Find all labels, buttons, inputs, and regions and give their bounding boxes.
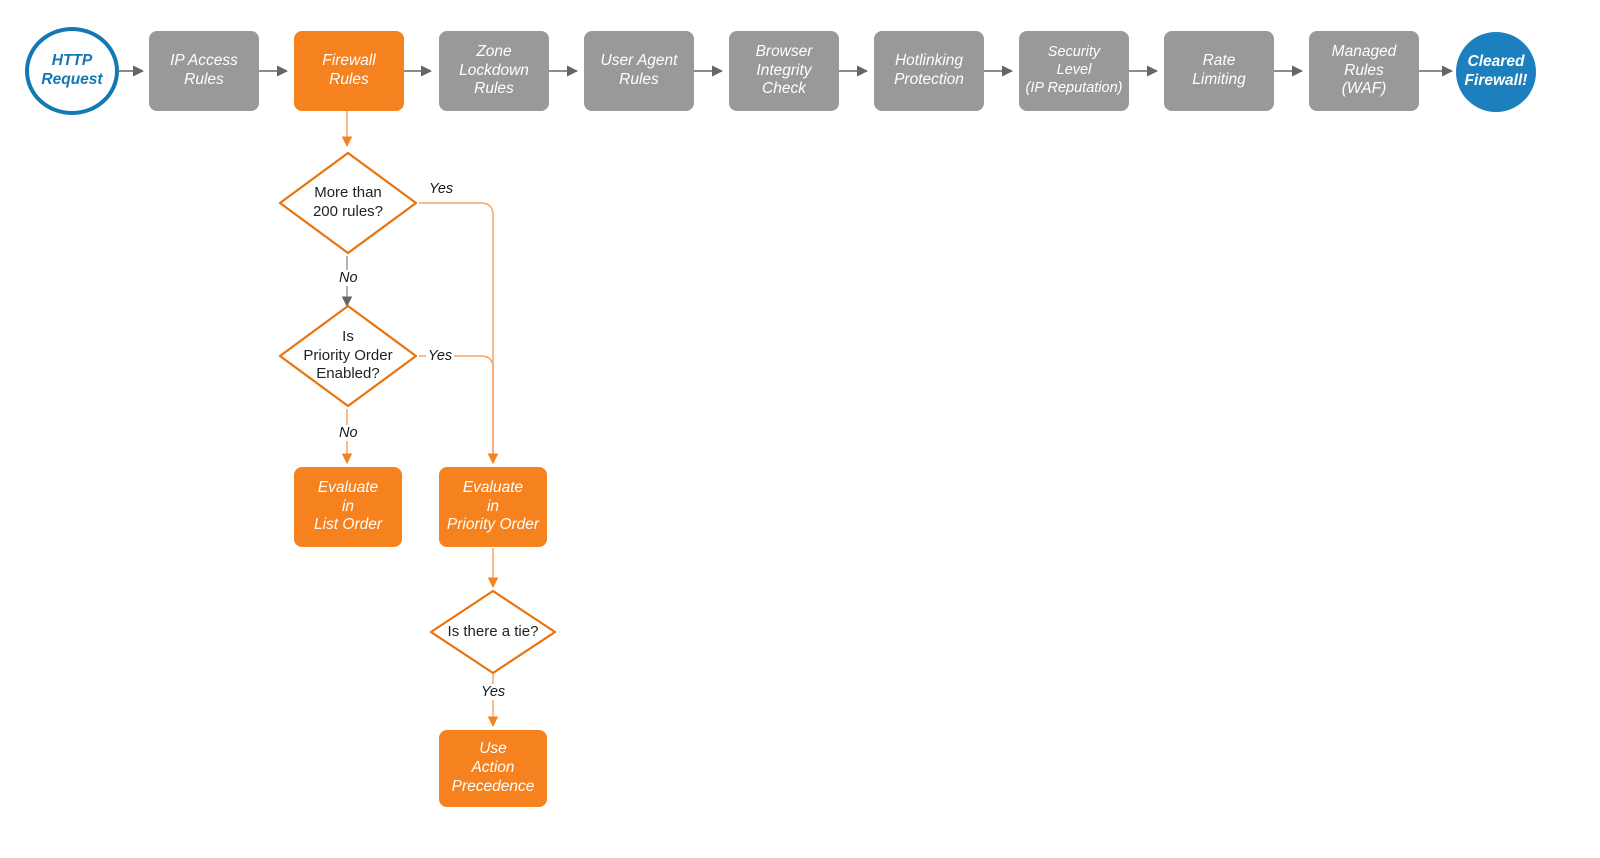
node-hotlinking-protection-label: Hotlinking Protection xyxy=(894,52,964,88)
edge-more-than-200-yes xyxy=(419,202,499,465)
node-user-agent-rules[interactable]: User Agent Rules xyxy=(584,31,694,111)
edge-label-tie-yes: Yes xyxy=(479,684,508,700)
node-use-action-precedence[interactable]: Use Action Precedence xyxy=(439,730,547,807)
diamond-shape xyxy=(278,304,418,408)
diamond-shape xyxy=(429,589,557,675)
node-ip-access-rules[interactable]: IP Access Rules xyxy=(149,31,259,111)
node-evaluate-in-priority-order-label: Evaluate in Priority Order xyxy=(446,478,540,534)
edge-label-more-than-200-yes: Yes xyxy=(427,181,456,197)
edge-label-priority-order-yes: Yes xyxy=(426,348,455,364)
diamond-shape xyxy=(278,151,418,255)
node-ip-access-rules-label: IP Access Rules xyxy=(170,52,238,88)
edge-label-priority-order-no: No xyxy=(337,425,360,441)
edge-priority-order-yes xyxy=(419,355,499,465)
node-managed-rules-waf-label: Managed Rules (WAF) xyxy=(1331,42,1397,98)
node-http-request[interactable]: HTTP Request xyxy=(25,27,119,115)
node-evaluate-in-list-order-label: Evaluate in List Order xyxy=(313,478,383,534)
node-cleared-firewall[interactable]: Cleared Firewall! xyxy=(1456,32,1536,112)
node-security-level-label: Security Level (IP Reputation) xyxy=(1025,44,1123,96)
edge-label-more-than-200-no: No xyxy=(337,270,360,286)
node-http-request-label: HTTP Request xyxy=(41,52,103,88)
node-cleared-firewall-label: Cleared Firewall! xyxy=(1464,53,1528,89)
node-rate-limiting-label: Rate Limiting xyxy=(1192,52,1246,88)
node-evaluate-in-list-order[interactable]: Evaluate in List Order xyxy=(294,467,402,547)
node-firewall-rules[interactable]: Firewall Rules xyxy=(294,31,404,111)
decision-more-than-200-rules[interactable]: More than 200 rules? xyxy=(277,150,419,256)
decision-is-priority-order-enabled[interactable]: Is Priority Order Enabled? xyxy=(277,303,419,409)
node-security-level[interactable]: Security Level (IP Reputation) xyxy=(1019,31,1129,111)
node-managed-rules-waf[interactable]: Managed Rules (WAF) xyxy=(1309,31,1419,111)
node-browser-integrity-check[interactable]: Browser Integrity Check xyxy=(729,31,839,111)
node-firewall-rules-label: Firewall Rules xyxy=(322,52,376,88)
node-zone-lockdown-rules[interactable]: Zone Lockdown Rules xyxy=(439,31,549,111)
node-evaluate-in-priority-order[interactable]: Evaluate in Priority Order xyxy=(439,467,547,547)
node-rate-limiting[interactable]: Rate Limiting xyxy=(1164,31,1274,111)
node-zone-lockdown-rules-label: Zone Lockdown Rules xyxy=(459,42,529,98)
node-hotlinking-protection[interactable]: Hotlinking Protection xyxy=(874,31,984,111)
node-use-action-precedence-label: Use Action Precedence xyxy=(451,740,535,795)
node-user-agent-rules-label: User Agent Rules xyxy=(600,52,678,88)
decision-is-there-a-tie[interactable]: Is there a tie? xyxy=(428,588,558,676)
node-browser-integrity-check-label: Browser Integrity Check xyxy=(755,42,813,98)
